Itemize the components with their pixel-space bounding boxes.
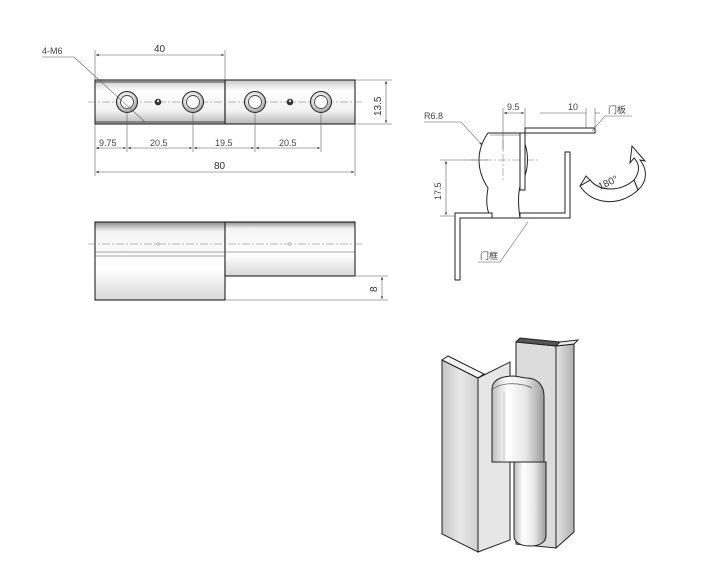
lower-leaf-return — [519, 151, 571, 219]
iso-right-leaf-edge — [554, 339, 580, 347]
dim-offset-2-label: 19.5 — [215, 138, 233, 148]
dim-thickness-label: 8 — [369, 286, 380, 292]
rotation-arrow-icon — [579, 144, 647, 203]
isometric-view — [441, 337, 580, 553]
side-view-left-leaf — [94, 221, 226, 301]
mounting-hole — [116, 91, 138, 113]
iso-barrel-lower — [513, 461, 547, 547]
radius-leader — [460, 121, 483, 146]
pin-hole — [156, 99, 160, 103]
dim-width-label: 40 — [154, 44, 166, 55]
hole-callout-label: 4-M6 — [42, 46, 63, 56]
mounting-hole — [244, 91, 266, 113]
door-frame-label: 门框 — [480, 250, 498, 261]
hole-callout-leader — [73, 56, 146, 123]
iso-left-leaf-face — [441, 359, 479, 553]
top-view: 4-M6 40 13.5 9.75 20.5 19.5 20.5 80 — [42, 44, 392, 176]
radius-label: R6.8 — [424, 111, 443, 121]
dim-flange-label: 10 — [568, 102, 578, 112]
side-view-right-leaf — [224, 221, 356, 277]
mounting-hole — [182, 91, 204, 113]
dim-pitch-1-label: 20.5 — [150, 138, 168, 148]
iso-barrel-upper — [491, 375, 545, 463]
iso-right-leaf-face — [555, 343, 575, 550]
dim-end-height-label: 17.5 — [433, 182, 443, 200]
door-panel-label: 门板 — [608, 104, 626, 115]
dim-end-offset-label: 9.5 — [507, 102, 520, 112]
end-view: R6.8 9.5 10 门板 17.5 门框 180° — [424, 102, 647, 281]
lower-leaf — [454, 212, 493, 281]
dim-pitch-2-label: 20.5 — [279, 138, 297, 148]
dim-total-label: 80 — [214, 161, 226, 172]
dim-offset-1-label: 9.75 — [99, 138, 117, 148]
pin-hole — [288, 99, 292, 103]
dim-height-label: 13.5 — [373, 96, 384, 116]
mounting-hole — [310, 91, 332, 113]
side-view: 8 — [88, 221, 388, 301]
